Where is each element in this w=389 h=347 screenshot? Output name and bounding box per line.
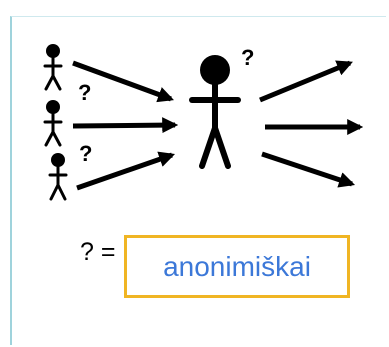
question-mark-center: ? xyxy=(241,45,255,70)
arrow-middle-left xyxy=(72,117,179,134)
answer-box: anonimiškai xyxy=(124,235,350,298)
large-person-icon xyxy=(189,55,241,169)
answer-word: anonimiškai xyxy=(163,250,311,282)
arrow-top-right xyxy=(259,60,353,103)
small-person-icon-middle xyxy=(43,100,63,147)
equation-prefix: ? = xyxy=(80,238,116,266)
small-person-icon-top xyxy=(43,44,63,91)
small-person-icon-bottom xyxy=(48,153,68,201)
question-mark-upper-left: ? xyxy=(78,80,92,105)
arrow-bottom-left xyxy=(76,151,176,191)
arrow-top-left xyxy=(72,60,175,103)
arrow-bottom-right xyxy=(261,151,356,188)
question-mark-lower-left: ? xyxy=(79,141,93,166)
